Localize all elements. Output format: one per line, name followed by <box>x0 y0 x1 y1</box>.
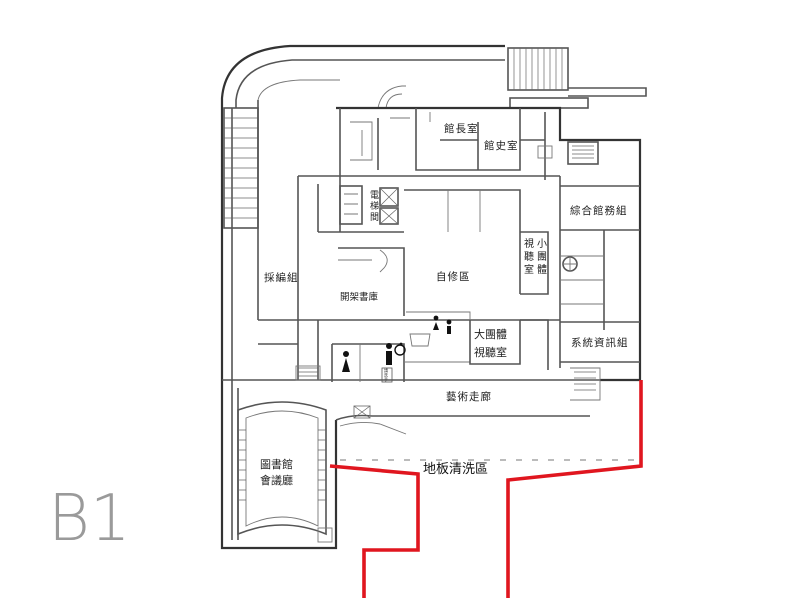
label-glyph: 手 <box>384 376 388 382</box>
restroom-icons <box>342 315 452 383</box>
room-it-section: 系統資訊組 <box>571 336 629 349</box>
room-elevator: 電梯間 <box>370 190 379 223</box>
cleaning-route-left <box>329 464 420 598</box>
label-glyph: 請 <box>384 367 388 373</box>
floor-level-label: B1 <box>48 482 131 556</box>
room-self-study: 自修區 <box>436 270 471 283</box>
label-glyph: 梯 <box>370 200 379 212</box>
cleaning-zone-route <box>329 380 643 598</box>
label-glyph: 洗 <box>384 372 388 378</box>
interior-walls <box>257 100 640 435</box>
restroom-sign-icon <box>433 315 452 334</box>
male-restroom-icon <box>386 343 392 365</box>
label-glyph: 團 <box>537 251 547 263</box>
north-stair-treads <box>513 48 563 90</box>
room-history: 館史室 <box>484 139 519 152</box>
room-open-stacks: 開架書庫 <box>340 291 379 303</box>
meeting-hall <box>237 401 333 543</box>
room-director-office: 館長室 <box>444 122 479 135</box>
west-stair <box>223 107 259 229</box>
room-general-affairs: 綜合館務組 <box>570 204 628 217</box>
room-art-corridor: 藝術走廊 <box>446 390 492 403</box>
label-glyph: 電 <box>370 190 379 201</box>
label-glyph: 室 <box>524 263 534 276</box>
room-cataloging: 採編組 <box>264 271 299 284</box>
accessible-restroom-icon <box>394 342 406 356</box>
label-glyph: 大團體 <box>474 327 507 341</box>
female-restroom-icon <box>342 351 350 372</box>
label-glyph: 聽 <box>524 251 534 263</box>
cleaning-route-right <box>506 380 643 598</box>
label-glyph: 圖書館 <box>260 457 293 471</box>
room-small-sign: 請洗手 <box>384 367 388 382</box>
label-glyph: 小 <box>537 238 547 250</box>
label-glyph: 間 <box>370 212 379 223</box>
label-glyph: 會議廳 <box>260 473 293 487</box>
cleaning-zone-label: 地板清洗區 <box>423 462 488 477</box>
label-glyph: 體 <box>537 264 547 276</box>
label-glyph: 視聽室 <box>474 345 507 359</box>
room-small-av: 小團體 視聽室 <box>524 237 547 276</box>
room-labels: 館長室 館史室 綜合館務組 採編組 自修區 系統資訊組 藝術走廊 開架書庫 電梯… <box>260 122 629 487</box>
label-glyph: 視 <box>524 237 534 250</box>
